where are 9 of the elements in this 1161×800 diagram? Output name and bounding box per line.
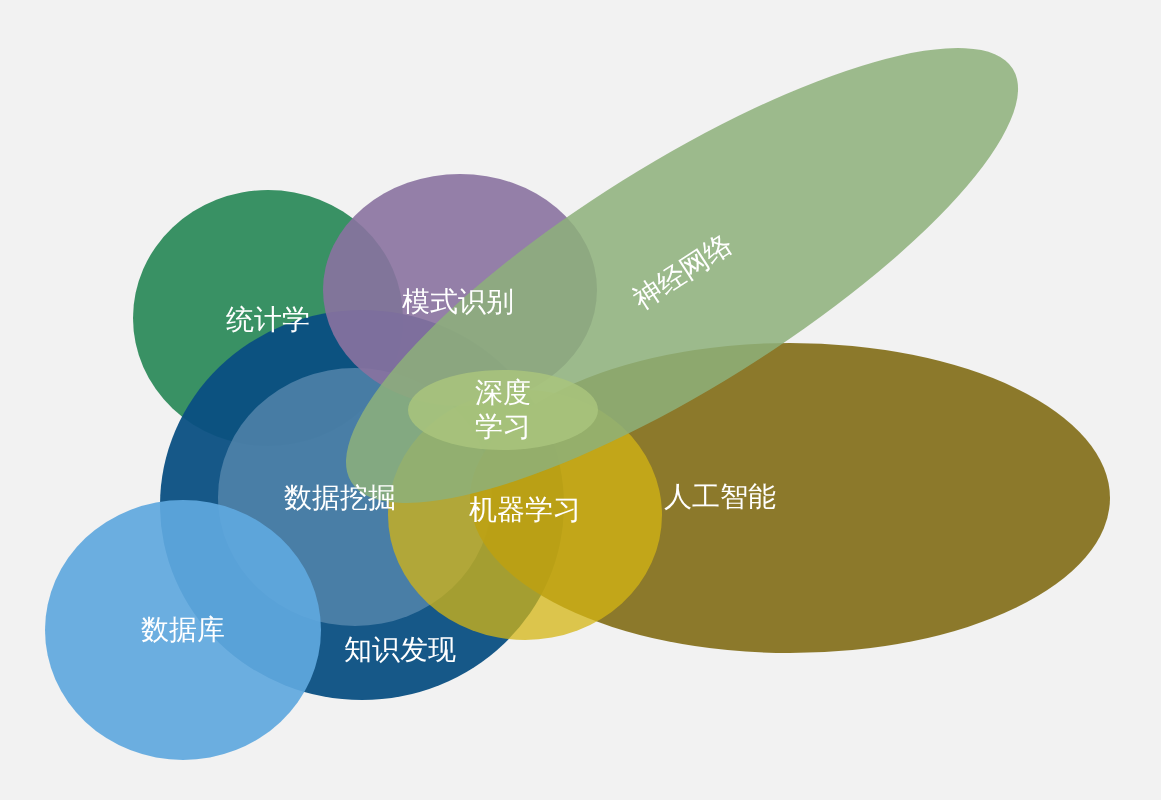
topic-label: 人工智能 bbox=[664, 480, 776, 514]
topic-label: 数据库 bbox=[141, 613, 225, 647]
topic-label: 数据挖掘 bbox=[284, 481, 396, 515]
topic-label: 机器学习 bbox=[469, 493, 581, 527]
topic-label: 神经网络 bbox=[626, 227, 740, 317]
topic-label: 模式识别 bbox=[402, 285, 514, 319]
topic-label: 知识发现 bbox=[344, 633, 456, 667]
topic-label: 深度学习 bbox=[474, 376, 532, 444]
topic-label: 统计学 bbox=[226, 303, 310, 337]
